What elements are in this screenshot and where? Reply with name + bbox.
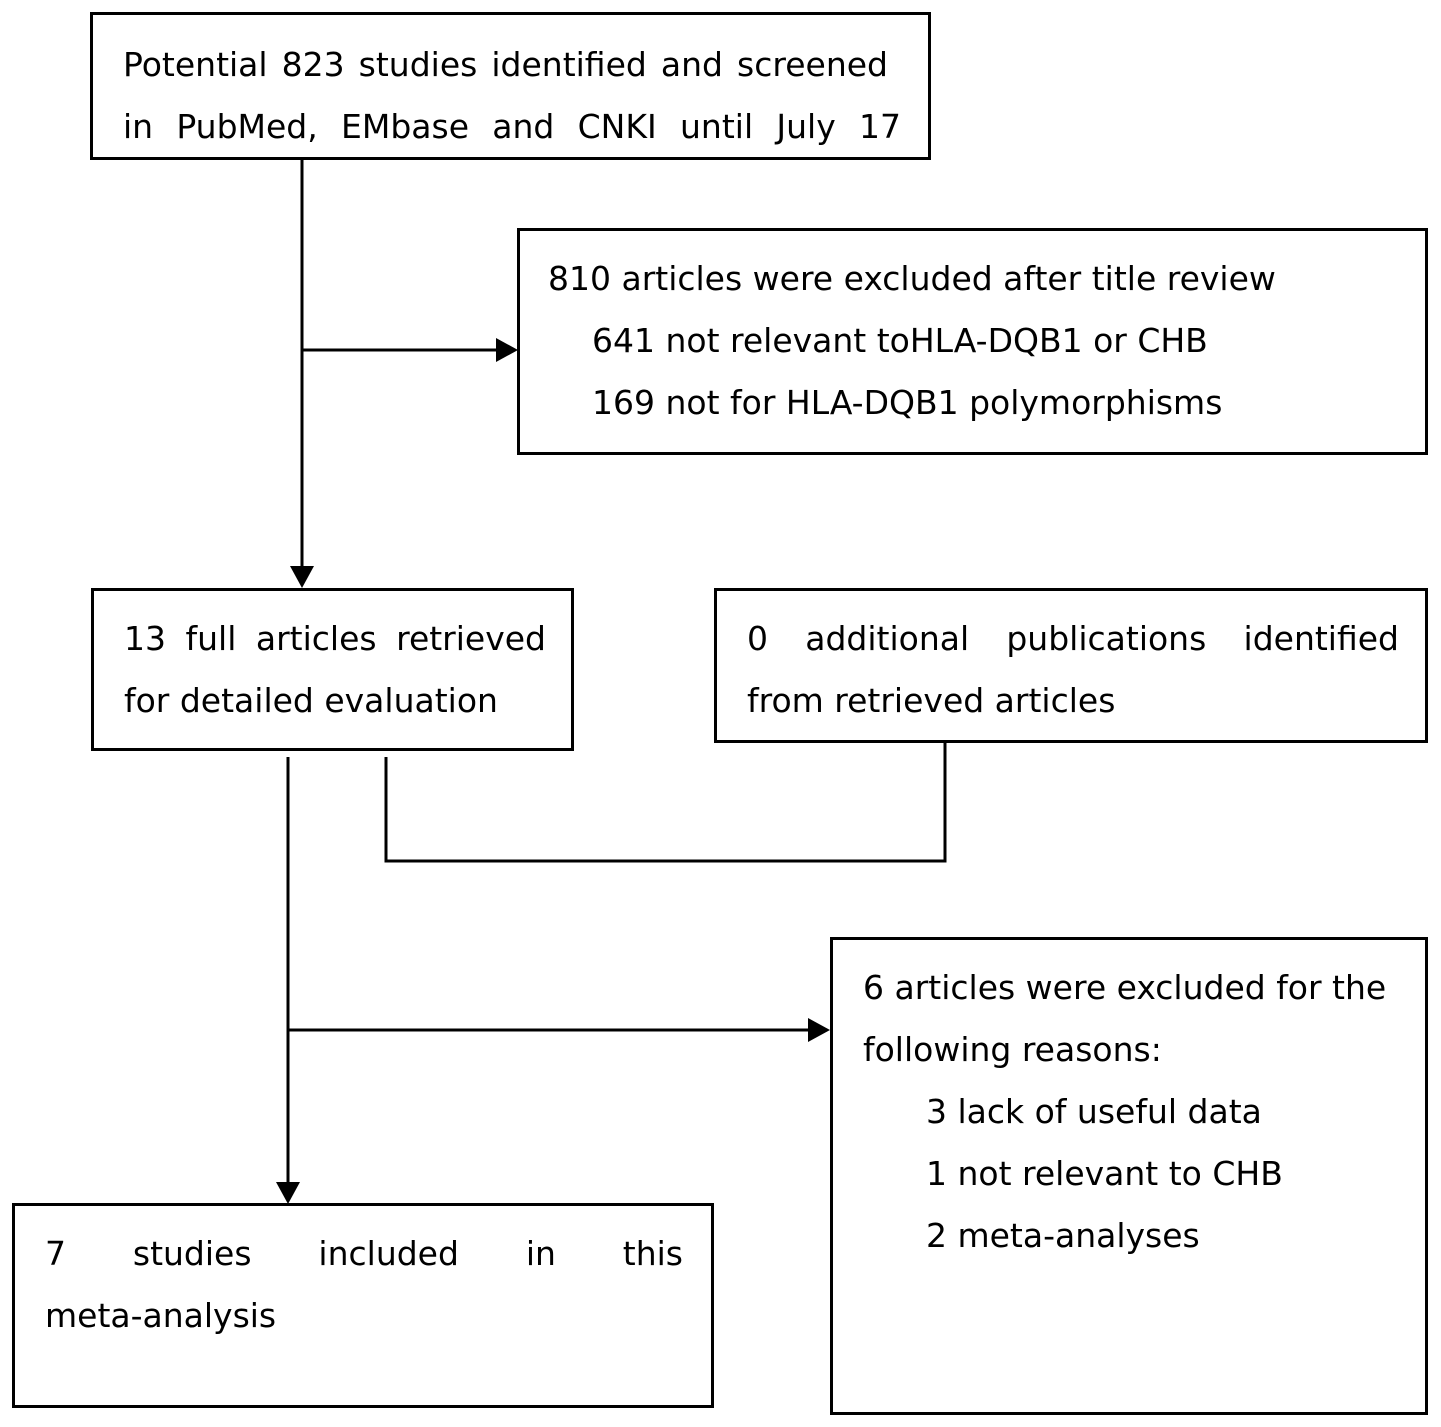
identified-line-1: Potential 823 studies identified and scr… (123, 45, 888, 84)
retrieved-line-2: for detailed evaluation (124, 681, 498, 720)
identified-line-2: in PubMed, EMbase and CNKI until July 17 (123, 107, 901, 146)
excluded-title-reason-2: 169 not for HLA-DQB1 polymorphisms (592, 383, 1223, 422)
excluded-full-box: 6 articles were excluded for the followi… (830, 937, 1428, 1415)
excluded-full-line-2: following reasons: (863, 1030, 1162, 1069)
included-line-1: 7 studies included in this (45, 1234, 683, 1273)
included-box: 7 studies included in this meta-analysis (12, 1203, 714, 1408)
additional-line-1: 0 additional publications identified (747, 619, 1399, 658)
arrowhead-right-excluded-full (808, 1018, 830, 1042)
arrowhead-right-excluded-title (496, 338, 518, 362)
additional-box: 0 additional publications identified fro… (714, 588, 1428, 743)
excluded-full-reason-3: 2 meta-analyses (926, 1216, 1200, 1255)
identified-box: Potential 823 studies identified and scr… (90, 12, 931, 160)
excluded-full-reason-2: 1 not relevant to CHB (926, 1154, 1283, 1193)
connector-additional-join (384, 743, 947, 863)
excluded-title-reason-1: 641 not relevant toHLA-DQB1 or CHB (592, 321, 1208, 360)
retrieved-box: 13 full articles retrieved for detailed … (91, 588, 574, 751)
included-line-2: meta-analysis (45, 1296, 277, 1335)
arrowhead-down-included (276, 1182, 300, 1204)
excluded-title-box: 810 articles were excluded after title r… (517, 228, 1428, 455)
arrowhead-down-retrieved (290, 566, 314, 588)
retrieved-line-1: 13 full articles retrieved (124, 619, 546, 658)
additional-line-2: from retrieved articles (747, 681, 1116, 720)
excluded-title-heading: 810 articles were excluded after title r… (548, 259, 1276, 298)
excluded-full-line-1: 6 articles were excluded for the (863, 968, 1387, 1007)
excluded-full-reason-1: 3 lack of useful data (926, 1092, 1262, 1131)
